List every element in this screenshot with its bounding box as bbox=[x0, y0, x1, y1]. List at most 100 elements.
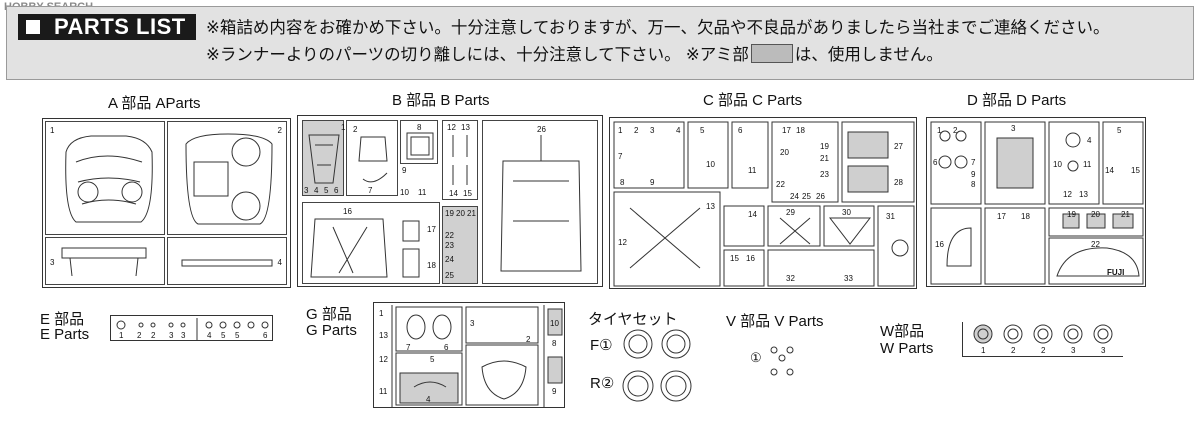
section-title-e-en: E Parts bbox=[40, 326, 90, 343]
part-number: 11 bbox=[418, 188, 427, 197]
car-body-drawing-a1 bbox=[65, 135, 153, 223]
part-a1-cell: 1 bbox=[45, 121, 165, 235]
part-number: 19 bbox=[445, 209, 454, 218]
part-number: 2 bbox=[953, 126, 958, 135]
section-title-b: B 部品 B Parts bbox=[392, 92, 490, 109]
c-parts-drawing bbox=[613, 121, 915, 287]
part-number: 25 bbox=[445, 271, 454, 280]
part-number: 21 bbox=[1121, 210, 1130, 219]
part-number: 13 bbox=[461, 123, 470, 132]
part-number: 13 bbox=[706, 202, 715, 211]
mesh-swatch-icon bbox=[750, 44, 793, 63]
part-number: 20 bbox=[1091, 210, 1100, 219]
part-number: 2 bbox=[634, 126, 639, 135]
note-line-2a: ※ランナーよりのパーツの切り離しには、十分注意して下さい。 ※アミ部 bbox=[206, 45, 749, 64]
frame-drawing-b8 bbox=[406, 132, 434, 160]
part-number: 9 bbox=[971, 170, 976, 179]
part-number: 2 bbox=[1041, 346, 1046, 355]
part-number: 8 bbox=[552, 339, 557, 348]
section-title-g-jp: G 部品 bbox=[306, 306, 352, 323]
part-number: 19 bbox=[1067, 210, 1076, 219]
part-number: 3 bbox=[181, 331, 186, 340]
section-title-w-jp: W部品 bbox=[880, 323, 925, 340]
part-number: 23 bbox=[445, 241, 454, 250]
part-number: 18 bbox=[427, 261, 436, 270]
part-number: 12 bbox=[618, 238, 627, 247]
note-line-2: ※ランナーよりのパーツの切り離しには、十分注意して下さい。 ※アミ部は、使用しま… bbox=[206, 44, 943, 65]
part-b19-cell: 19 20 21 22 23 24 25 bbox=[442, 206, 478, 284]
part-number: 6 bbox=[933, 158, 938, 167]
e-parts-drawing bbox=[116, 318, 269, 340]
part-number: 5 bbox=[430, 355, 435, 364]
part-number: 5 bbox=[324, 186, 329, 195]
part-number: 1 bbox=[50, 126, 55, 135]
part-number: 31 bbox=[886, 212, 895, 221]
note-line-1: ※箱詰め内容をお確かめ下さい。十分注意しておりますが、万一、欠品や不良品がありま… bbox=[206, 18, 1110, 37]
part-number: 13 bbox=[1079, 190, 1088, 199]
part-number: 19 bbox=[820, 142, 829, 151]
part-number: 22 bbox=[776, 180, 785, 189]
part-number: 7 bbox=[368, 186, 373, 195]
part-number: 21 bbox=[467, 209, 476, 218]
chassis-drawing-b26 bbox=[500, 135, 582, 272]
part-number: 21 bbox=[820, 154, 829, 163]
part-a2-cell: 2 bbox=[167, 121, 287, 235]
section-title-c: C 部品 C Parts bbox=[703, 92, 803, 109]
part-number: 3 bbox=[304, 186, 309, 195]
part-number: 1 bbox=[618, 126, 623, 135]
runner-e: 1 2 2 3 3 4 5 5 6 bbox=[110, 315, 273, 341]
part-number: 30 bbox=[842, 208, 851, 217]
part-number: 28 bbox=[894, 178, 903, 187]
part-number: 3 bbox=[650, 126, 655, 135]
part-b16-cell: 16 17 18 bbox=[302, 202, 440, 284]
part-number: 3 bbox=[1011, 124, 1016, 133]
square-icon bbox=[26, 20, 40, 34]
part-number: 9 bbox=[650, 178, 655, 187]
part-number: 23 bbox=[820, 170, 829, 179]
part-number: 17 bbox=[997, 212, 1006, 221]
part-number: 27 bbox=[894, 142, 903, 151]
part-number: 32 bbox=[786, 274, 795, 283]
bar-drawing-a4 bbox=[181, 259, 273, 267]
part-a3-cell: 3 bbox=[45, 237, 165, 285]
part-number: 4 bbox=[277, 258, 282, 267]
header-panel bbox=[6, 6, 1194, 80]
part-number: 3 bbox=[470, 319, 475, 328]
runner-b: 1 2 8 9 10 11 3 4 5 6 7 12 13 14 15 16 1… bbox=[297, 115, 603, 287]
part-number: 24 bbox=[790, 192, 799, 201]
part-number: 11 bbox=[1083, 160, 1092, 169]
section-title-w-en: W Parts bbox=[880, 340, 934, 357]
part-number: 15 bbox=[730, 254, 739, 263]
part-number: 4 bbox=[207, 331, 212, 340]
runner-d: 1 2 3 4 5 6 7 8 9 10 11 12 13 14 15 16 1… bbox=[926, 117, 1146, 287]
part-number: 8 bbox=[620, 178, 625, 187]
part-number: 8 bbox=[417, 123, 422, 132]
section-title-e-jp: E 部品 bbox=[40, 311, 85, 328]
part-number: 16 bbox=[935, 240, 944, 249]
section-title-d: D 部品 D Parts bbox=[967, 92, 1067, 109]
tire-rear-label: R② bbox=[590, 375, 615, 392]
part-number: 17 bbox=[427, 225, 436, 234]
decal-mark: FUJI bbox=[1107, 268, 1125, 277]
part-number: 1 bbox=[981, 346, 986, 355]
part-number: 14 bbox=[1105, 166, 1114, 175]
part-a4-cell: 4 bbox=[167, 237, 287, 285]
section-title-g-en: G Parts bbox=[306, 322, 357, 339]
runner-g: 1 2 3 4 5 6 7 8 9 10 11 12 13 bbox=[373, 302, 565, 408]
part-number: 2 bbox=[151, 331, 156, 340]
part-number: 4 bbox=[314, 186, 319, 195]
part-number: 29 bbox=[786, 208, 795, 217]
part-b12-cell: 12 13 14 15 bbox=[442, 120, 478, 200]
part-number: 33 bbox=[844, 274, 853, 283]
part-number: 3 bbox=[169, 331, 174, 340]
grille-drawing-b1 bbox=[308, 134, 340, 184]
part-number: 1 bbox=[937, 126, 942, 135]
v-parts-drawing bbox=[770, 346, 794, 376]
part-number: 4 bbox=[1087, 136, 1092, 145]
rods-drawing-b12 bbox=[452, 135, 468, 185]
part-b26-cell: 26 bbox=[482, 120, 598, 284]
part-number: 18 bbox=[1021, 212, 1030, 221]
wing-drawing-a3 bbox=[61, 247, 147, 277]
part-number: 9 bbox=[552, 387, 557, 396]
part-number: 14 bbox=[449, 189, 458, 198]
